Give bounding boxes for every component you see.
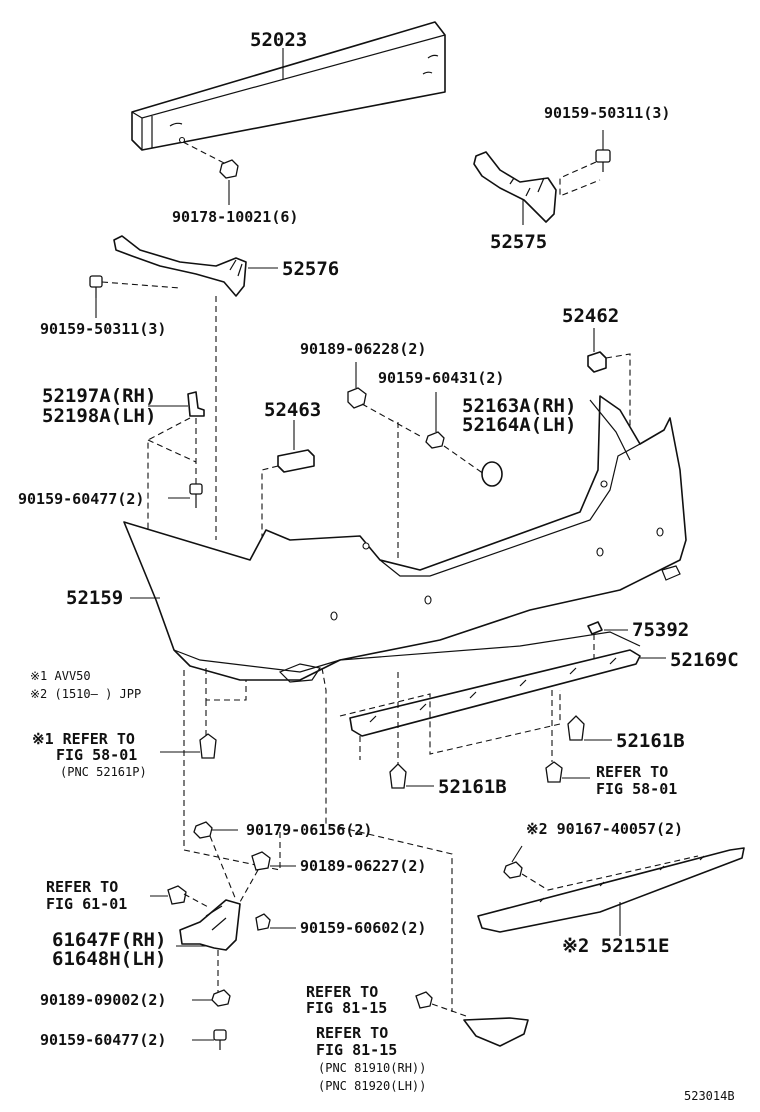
reflector-81910-drawing	[463, 1017, 529, 1047]
label-61647F: 61647F(RH)	[52, 929, 166, 951]
label-90159-50311-a: 90159-50311(3)	[544, 104, 670, 122]
label-90159-60602: 90159-60602(2)	[300, 919, 426, 937]
bracket-52197A-drawing	[187, 391, 205, 417]
label-90179: 90179-06156(2)	[246, 821, 372, 839]
clip-52161B-lower-drawing	[389, 763, 407, 789]
label-90159-60477-b: 90159-60477(2)	[40, 1031, 166, 1049]
clip-refer-58-left-drawing	[199, 733, 217, 759]
label-52576: 52576	[282, 258, 339, 280]
nut-90189-09002-drawing	[211, 989, 231, 1007]
label-90159-50311-b: 90159-50311(3)	[40, 320, 166, 338]
moulding-52151E-drawing	[477, 847, 745, 933]
label-90159-60431: 90159-60431(2)	[378, 369, 504, 387]
label-52164A: 52164A(LH)	[462, 414, 576, 436]
clip-90167-drawing	[503, 861, 523, 879]
refer-81-b-line2: FIG 81-15	[316, 1041, 397, 1059]
label-90167: ※2 90167-40057(2)	[526, 820, 683, 838]
label-52163A: 52163A(RH)	[462, 395, 576, 417]
diagram-id: 523014B	[684, 1089, 735, 1103]
clip-90189-06228-drawing	[347, 387, 367, 409]
refer-81-b-line3: (PNC 81910(RH))	[318, 1061, 426, 1075]
retainer-52575-drawing	[473, 151, 557, 223]
label-90189-06227: 90189-06227(2)	[300, 857, 426, 875]
label-52463: 52463	[264, 399, 321, 421]
label-52198A: 52198A(LH)	[42, 405, 156, 427]
note-2: ※2 (1510— ) JPP	[30, 687, 141, 701]
label-90189-06228: 90189-06228(2)	[300, 340, 426, 358]
cap-52163A-drawing	[481, 461, 503, 487]
refer-81-a-line1: REFER TO	[306, 983, 378, 1001]
refer-58-a-line1: ※1 REFER TO	[32, 730, 135, 748]
refer-58-b-line2: FIG 58-01	[596, 780, 677, 798]
label-90189-09002: 90189-09002(2)	[40, 991, 166, 1009]
nut-90179-drawing	[193, 821, 213, 839]
nut-90178-drawing	[219, 159, 239, 179]
label-52197A: 52197A(RH)	[42, 385, 156, 407]
clip-refer-58-right-drawing	[545, 761, 563, 783]
screw-90159-60477-lower-drawing	[213, 1029, 227, 1050]
label-52575: 52575	[490, 231, 547, 253]
retainer-52576-drawing	[113, 235, 247, 297]
label-61648H: 61648H(LH)	[52, 948, 166, 970]
label-75392: 75392	[632, 619, 689, 641]
clip-75392-drawing	[587, 621, 603, 635]
note-1: ※1 AVV50	[30, 669, 91, 683]
refer-81-b-line4: (PNC 81920(LH))	[318, 1079, 426, 1093]
screw-90159-60431-drawing	[425, 431, 445, 449]
reinforcement-52023-drawing	[131, 21, 446, 151]
refer-58-a-line3: (PNC 52161P)	[60, 765, 147, 779]
label-52023: 52023	[250, 29, 307, 51]
clip-52161B-right-drawing	[567, 715, 585, 741]
label-52151E: ※2 52151E	[562, 935, 669, 957]
refer-58-b-line1: REFER TO	[596, 763, 668, 781]
label-90159-60477-a: 90159-60477(2)	[18, 490, 144, 508]
retainer-strip-52169C-drawing	[349, 649, 641, 737]
clip-refer-61-drawing	[167, 885, 187, 905]
bracket-61647F-drawing	[179, 899, 241, 951]
screw-90159-60602-drawing	[255, 913, 271, 931]
label-52159: 52159	[66, 587, 123, 609]
clip-90189-06227-drawing	[251, 851, 271, 871]
pad-52462-drawing	[587, 351, 607, 373]
refer-61-line2: FIG 61-01	[46, 895, 127, 913]
label-52161B-a: 52161B	[616, 730, 685, 752]
refer-58-a-line2: FIG 58-01	[56, 746, 137, 764]
refer-81-a-line2: FIG 81-15	[306, 999, 387, 1017]
refer-81-b-line1: REFER TO	[316, 1024, 388, 1042]
label-52161B-b: 52161B	[438, 776, 507, 798]
refer-61-line1: REFER TO	[46, 878, 118, 896]
bumper-cover-52159-drawing	[123, 395, 687, 683]
label-52169C: 52169C	[670, 649, 739, 671]
screw-90159-60477-upper-drawing	[189, 483, 203, 508]
bolt-90159-50311-left-drawing	[89, 275, 103, 298]
pad-52463-drawing	[277, 449, 315, 473]
label-52462: 52462	[562, 305, 619, 327]
label-90178: 90178-10021(6)	[172, 208, 298, 226]
bolt-90159-50311-right-drawing	[595, 149, 611, 172]
screw-refer-81-drawing	[415, 991, 433, 1009]
